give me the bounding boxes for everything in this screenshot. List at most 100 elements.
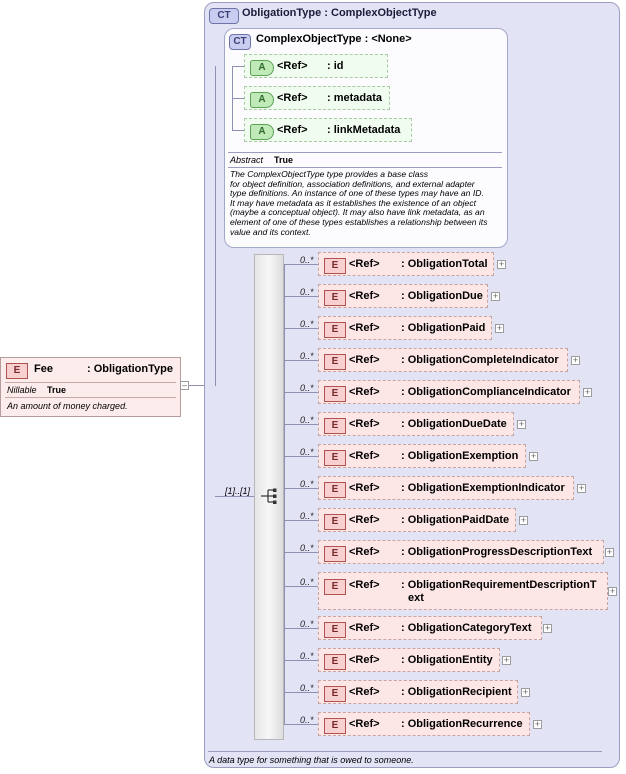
element-ref: <Ref>: [349, 290, 380, 302]
element-ref: <Ref>: [349, 354, 380, 366]
sequence-icon: [261, 488, 277, 504]
connector: [284, 456, 318, 457]
cardinality: 0..*: [300, 383, 314, 393]
connector: [284, 392, 318, 393]
base-type-title: ComplexObjectType : <None>: [256, 33, 412, 45]
element-icon: E: [324, 579, 346, 595]
element-icon: E: [324, 418, 346, 434]
cardinality: 0..*: [300, 511, 314, 521]
cardinality: 0..*: [300, 447, 314, 457]
expand-icon[interactable]: +: [517, 419, 526, 429]
cardinality: 0..*: [300, 351, 314, 361]
element-ref: <Ref>: [349, 686, 380, 698]
connector: [284, 552, 318, 553]
expand-icon[interactable]: +: [608, 586, 617, 596]
nillable-label: Nillable: [7, 385, 37, 395]
element-name: : ObligationCategoryText: [401, 622, 532, 634]
attribute-ref: <Ref>: [277, 60, 308, 72]
element-obligation-due-date[interactable]: E <Ref> : ObligationDueDate: [318, 412, 514, 436]
connector: [284, 360, 318, 361]
element-ref: <Ref>: [349, 654, 380, 666]
element-ref: <Ref>: [349, 482, 380, 494]
expand-icon[interactable]: +: [491, 291, 500, 301]
element-icon: E: [324, 718, 346, 734]
attribute-ref: <Ref>: [277, 124, 308, 136]
element-obligation-requirement-description-text[interactable]: E <Ref> : ObligationRequirementDescripti…: [318, 572, 608, 610]
connector: [232, 98, 244, 99]
attribute-icon: A: [250, 124, 274, 140]
fee-element[interactable]: E Fee : ObligationType Nillable True An …: [0, 357, 181, 417]
element-ref: <Ref>: [349, 418, 380, 430]
connector: [284, 488, 318, 489]
element-icon: E: [324, 290, 346, 306]
element-name: : ObligationComplianceIndicator: [401, 386, 571, 398]
element-type: : ObligationType: [87, 363, 173, 375]
element-ref: <Ref>: [349, 450, 380, 462]
connector: [284, 586, 318, 587]
expand-icon[interactable]: +: [571, 355, 580, 365]
element-obligation-total[interactable]: E <Ref> : ObligationTotal: [318, 252, 494, 276]
element-obligation-recipient[interactable]: E <Ref> : ObligationRecipient: [318, 680, 518, 704]
element-obligation-category-text[interactable]: E <Ref> : ObligationCategoryText: [318, 616, 542, 640]
expand-icon[interactable]: +: [605, 547, 614, 557]
element-ref: <Ref>: [349, 546, 380, 558]
element-name: : ObligationPaidDate: [401, 514, 510, 526]
element-name: : ObligationEntity: [401, 654, 493, 666]
attribute-id[interactable]: A <Ref> : id: [244, 54, 388, 78]
attribute-metadata[interactable]: A <Ref> : metadata: [244, 86, 390, 110]
attribute-ref: <Ref>: [277, 92, 308, 104]
element-obligation-entity[interactable]: E <Ref> : ObligationEntity: [318, 648, 500, 672]
element-name: : ObligationExemptionIndicator: [401, 482, 565, 494]
element-ref: <Ref>: [349, 622, 380, 634]
element-icon: E: [324, 258, 346, 274]
element-obligation-complete-indicator[interactable]: E <Ref> : ObligationCompleteIndicator: [318, 348, 568, 372]
complex-type-icon: CT: [209, 8, 239, 24]
element-name: : ObligationRecipient: [401, 686, 512, 698]
element-name: : ObligationDueDate: [401, 418, 507, 430]
element-icon: E: [324, 450, 346, 466]
element-obligation-recurrence[interactable]: E <Ref> : ObligationRecurrence: [318, 712, 530, 736]
cardinality: 0..*: [300, 479, 314, 489]
element-obligation-paid-date[interactable]: E <Ref> : ObligationPaidDate: [318, 508, 516, 532]
element-badge: E: [6, 363, 28, 379]
element-name: Fee: [34, 363, 53, 375]
base-type-description: The ComplexObjectType type provides a ba…: [230, 169, 488, 237]
expand-icon[interactable]: +: [577, 483, 586, 493]
element-name: : ObligationDue: [401, 290, 483, 302]
element-obligation-exemption[interactable]: E <Ref> : ObligationExemption: [318, 444, 526, 468]
expand-icon[interactable]: +: [583, 387, 592, 397]
cardinality: 0..*: [300, 319, 314, 329]
sequence-compositor[interactable]: [254, 254, 284, 740]
element-name: : ObligationExemption: [401, 450, 519, 462]
expand-icon[interactable]: +: [521, 687, 530, 697]
expand-icon[interactable]: +: [533, 719, 542, 729]
element-obligation-exemption-indicator[interactable]: E <Ref> : ObligationExemptionIndicator: [318, 476, 574, 500]
expand-icon[interactable]: +: [543, 623, 552, 633]
connector: [284, 692, 318, 693]
connector: [284, 264, 285, 724]
cardinality: 0..*: [300, 415, 314, 425]
element-icon: E: [324, 322, 346, 338]
attribute-link-metadata[interactable]: A <Ref> : linkMetadata: [244, 118, 412, 142]
connector: [284, 296, 318, 297]
expand-icon[interactable]: +: [502, 655, 511, 665]
element-obligation-progress-description-text[interactable]: E <Ref> : ObligationProgressDescriptionT…: [318, 540, 604, 564]
element-name: : ObligationPaid: [401, 322, 486, 334]
connector: [215, 66, 216, 386]
element-name: : ObligationRequirementDescriptionT: [401, 579, 597, 591]
element-obligation-compliance-indicator[interactable]: E <Ref> : ObligationComplianceIndicator: [318, 380, 580, 404]
attribute-icon: A: [250, 92, 274, 108]
expand-icon[interactable]: +: [519, 515, 528, 525]
element-obligation-paid[interactable]: E <Ref> : ObligationPaid: [318, 316, 492, 340]
cardinality: 0..*: [300, 651, 314, 661]
element-name: : ObligationProgressDescriptionText: [401, 546, 593, 558]
expand-icon[interactable]: +: [529, 451, 538, 461]
attribute-name: : id: [327, 60, 344, 72]
expand-icon[interactable]: +: [497, 259, 506, 269]
divider: [5, 382, 176, 383]
element-obligation-due[interactable]: E <Ref> : ObligationDue: [318, 284, 488, 308]
element-name: : ObligationRecurrence: [401, 718, 523, 730]
element-icon: E: [324, 686, 346, 702]
collapse-icon[interactable]: –: [180, 380, 189, 390]
expand-icon[interactable]: +: [495, 323, 504, 333]
